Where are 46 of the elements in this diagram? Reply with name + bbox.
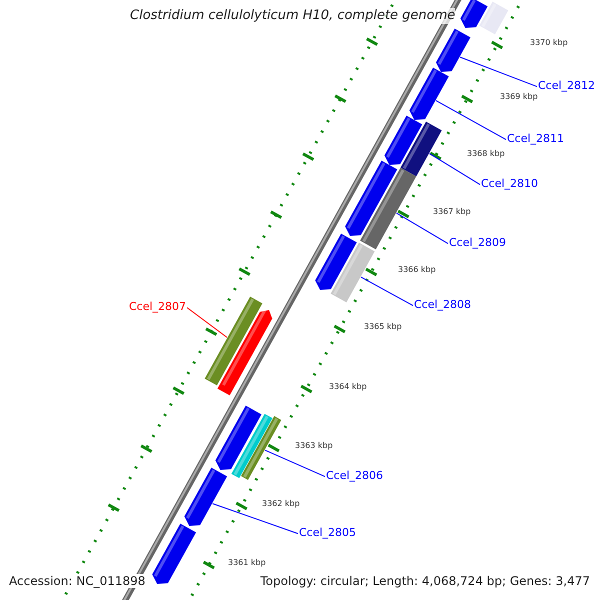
gene-block [217, 308, 272, 396]
gene-label: Ccel_2806 [326, 469, 384, 482]
gene-bar [241, 416, 282, 480]
scale-label: 3366 kbp [398, 265, 436, 275]
gene-label: Ccel_2809 [449, 236, 506, 250]
scale-label: 3369 kbp [500, 92, 538, 102]
gene-block [184, 468, 228, 526]
leader-line [212, 503, 298, 534]
leader-line [428, 153, 480, 186]
leader-line [460, 56, 538, 88]
gene-block [409, 68, 449, 120]
gene-block [384, 116, 422, 165]
leader-line [360, 276, 414, 306]
leader-line [264, 450, 326, 478]
leader-line [396, 212, 448, 244]
scale-label: 3362 kbp [262, 499, 300, 509]
gene-block [215, 406, 262, 470]
genome-summary: Topology: circular; Length: 4,068,724 bp; Genes: 3,477 [260, 574, 590, 588]
gene-label: Ccel_2810 [481, 177, 538, 190]
accession-note: Accession: NC_011898 [9, 574, 146, 588]
map-title: Clostridium cellulolyticum H10, complete genome [130, 8, 456, 24]
gene-block [315, 234, 357, 290]
gene-block [436, 28, 470, 72]
scale-label: 3368 kbp [467, 149, 505, 159]
gene-bar [231, 414, 272, 478]
gene-block [152, 524, 196, 584]
gene-label: Ccel_2811 [507, 132, 564, 146]
leader-line [186, 307, 228, 338]
scale-label: 3365 kbp [364, 322, 402, 332]
scale-label: 3370 kbp [530, 38, 568, 48]
gene-label: Ccel_2805 [299, 526, 356, 540]
gene-block [460, 0, 488, 28]
gene-bar [400, 122, 442, 176]
gene-bar [204, 296, 262, 386]
gene-bar [360, 168, 416, 250]
gene-block [345, 160, 398, 236]
scale-label: 3367 kbp [433, 207, 471, 217]
gene-bar [330, 242, 375, 302]
scale-label: 3363 kbp [295, 441, 333, 451]
gene-label: Ccel_2812 [538, 79, 596, 92]
leader-line [435, 100, 506, 140]
scale-label: 3364 kbp [329, 382, 367, 392]
gene-bar [479, 2, 508, 34]
scale-label: 3361 kbp [228, 558, 266, 568]
gene-label: Ccel_2808 [414, 298, 472, 312]
gene-label: Ccel_2807 [129, 300, 186, 314]
